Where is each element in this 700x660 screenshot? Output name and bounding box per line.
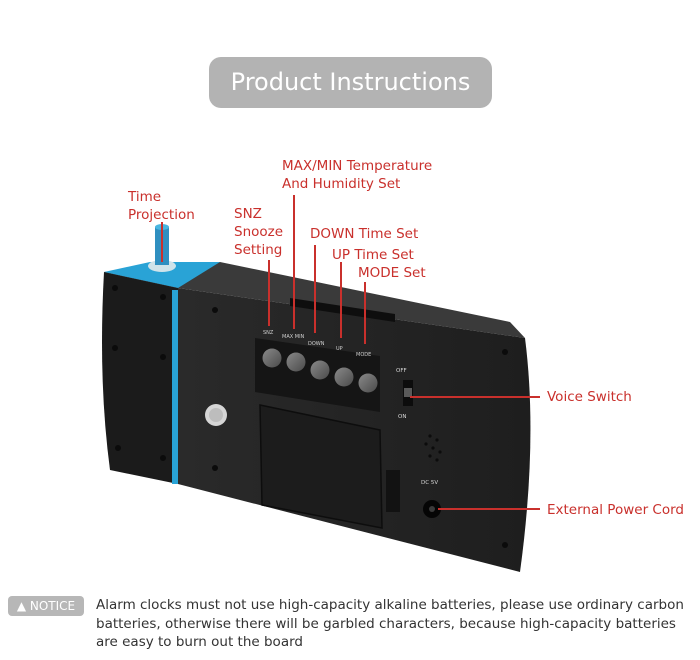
- button-labels: SNZ MAX MIN DOWN UP MODE: [263, 330, 371, 358]
- notice-text: Alarm clocks must not use high-capacity …: [96, 597, 684, 650]
- device-left-face: [102, 272, 178, 484]
- button-label-snz: SNZ: [263, 330, 274, 336]
- button-label-maxmin: MAX MIN: [282, 334, 305, 340]
- callout-external-power: External Power Cord: [547, 502, 684, 518]
- leader-down: [314, 245, 316, 333]
- button-label-down: DOWN: [308, 341, 325, 347]
- button-label-mode: MODE: [356, 352, 371, 358]
- down-button[interactable]: [310, 360, 330, 380]
- max-min-button[interactable]: [286, 352, 306, 372]
- callout-up: UP Time Set: [332, 247, 414, 263]
- callout-time-projection: Time Projection: [128, 189, 195, 223]
- control-buttons: [262, 348, 378, 393]
- callout-down: DOWN Time Set: [310, 226, 419, 242]
- snz-button[interactable]: [262, 348, 282, 368]
- screw-holes: [112, 285, 508, 548]
- mode-button[interactable]: [358, 373, 378, 393]
- button-label-up: UP: [336, 346, 343, 352]
- callout-max-min: MAX/MIN Temperature And Humidity Set: [282, 158, 433, 192]
- battery-cover: [259, 404, 383, 529]
- switch-on-label: ON: [398, 414, 406, 420]
- callout-snz: SNZ Snooze Setting: [234, 206, 284, 258]
- dc-label: DC 5V: [421, 480, 438, 486]
- vent-slot: [290, 298, 395, 322]
- page-title: Product Instructions: [209, 57, 492, 108]
- battery-latch: [386, 470, 400, 512]
- notice-badge: ▲ NOTICE: [8, 596, 84, 616]
- leader-mode: [364, 282, 366, 344]
- up-button[interactable]: [334, 367, 354, 387]
- callout-voice-switch: Voice Switch: [547, 389, 632, 405]
- leader-external-power: [438, 508, 540, 510]
- speaker-grille: [424, 434, 442, 462]
- switch-off-label: OFF: [396, 368, 407, 374]
- leader-voice-switch: [410, 396, 540, 398]
- leader-up: [340, 262, 342, 338]
- device-blue-top: [104, 262, 220, 288]
- leader-snz: [268, 260, 270, 326]
- callout-mode: MODE Set: [358, 265, 426, 281]
- leader-max-min: [293, 195, 295, 329]
- leader-time-projection: [161, 222, 163, 262]
- device-blue-edge: [172, 290, 179, 484]
